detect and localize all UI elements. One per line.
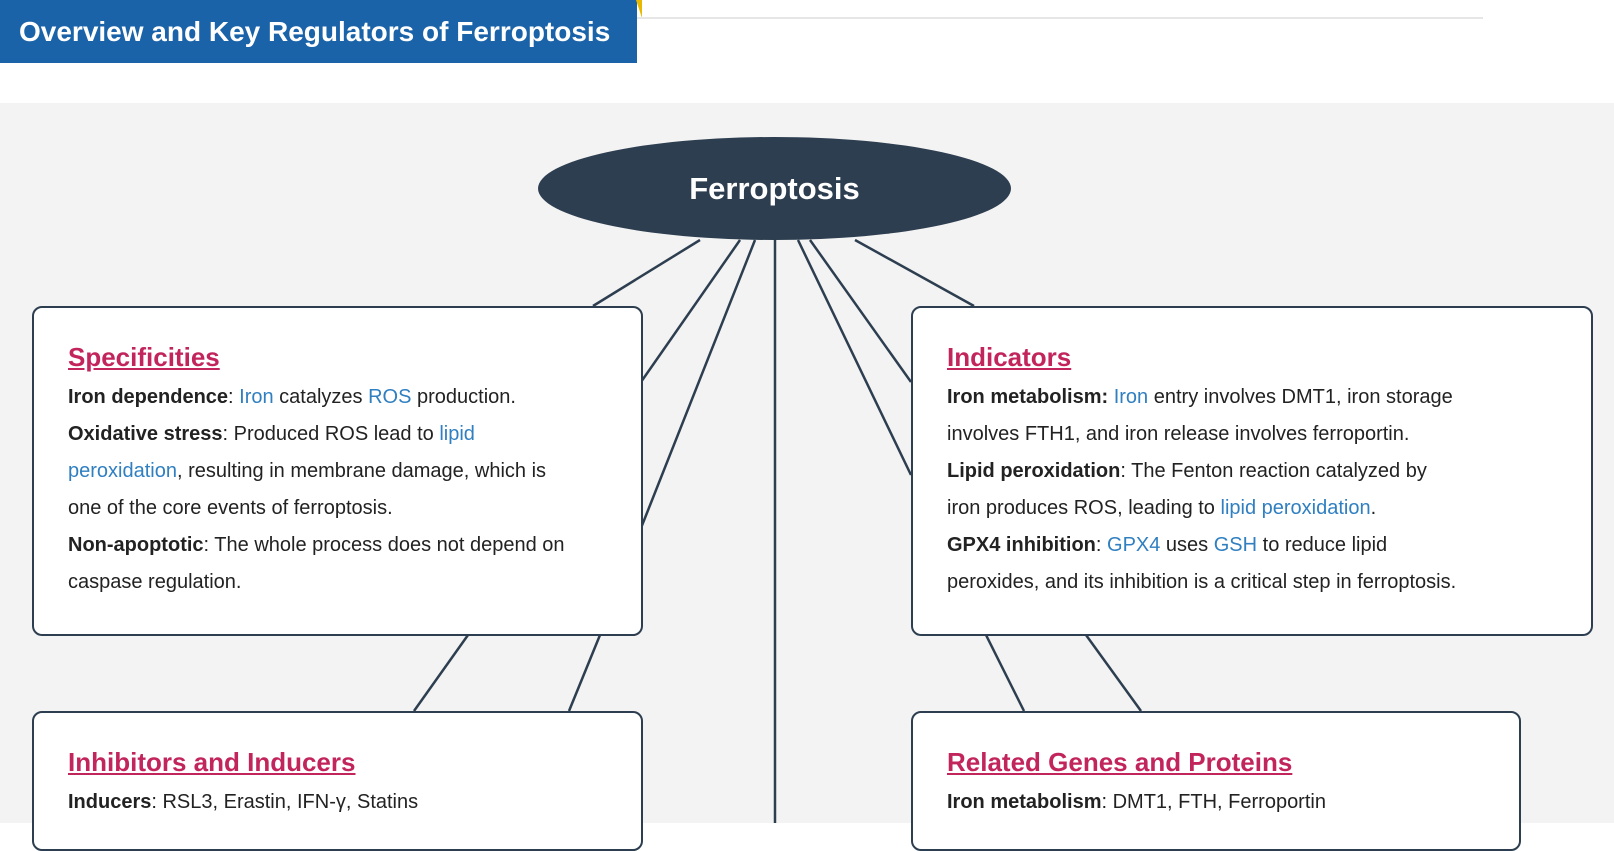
connector-root-genes xyxy=(796,239,913,476)
term-non-apoptotic: Non-apoptotic xyxy=(68,534,204,556)
text-line: caspase regulation. xyxy=(68,571,242,593)
card-title: Inhibitors and Inducers xyxy=(68,747,356,777)
keyword-lipid-peroxidation: lipid peroxidation xyxy=(1220,497,1371,519)
term-iron-metabolism: Iron metabolism xyxy=(947,791,1102,813)
page-title: Overview and Key Regulators of Ferroptos… xyxy=(19,16,611,47)
root-node-label: Ferroptosis xyxy=(689,170,860,206)
term-iron-metabolism: Iron metabolism: xyxy=(947,386,1109,408)
card-indicators: Indicators Iron metabolism: Iron entry i… xyxy=(911,306,1593,636)
keyword-gpx4: GPX4 xyxy=(1107,534,1161,556)
term-lipid-peroxidation: Lipid peroxidation xyxy=(947,460,1121,482)
text-line: Oxidative stress: Produced ROS lead to l… xyxy=(68,423,475,445)
term-gpx4-inhibition: GPX4 inhibition xyxy=(947,534,1096,556)
connector-indicators-genes-b xyxy=(1084,634,1143,712)
text-line: one of the core events of ferroptosis. xyxy=(68,497,393,519)
text-line: iron produces ROS, leading to lipid pero… xyxy=(947,497,1377,519)
text-line: GPX4 inhibition: GPX4 uses GSH to reduce… xyxy=(947,534,1388,556)
card-specificities: Specificities Iron dependence: Iron cata… xyxy=(32,306,643,636)
text-line: Iron metabolism: Iron entry involves DMT… xyxy=(947,386,1453,408)
text-line: Inducers: RSL3, Erastin, IFN-γ, Statins xyxy=(68,791,419,813)
text-line: involves FTH1, and iron release involves… xyxy=(947,423,1410,445)
keyword-ros: ROS xyxy=(368,386,412,408)
header-accent xyxy=(636,0,642,18)
connector-specificities-inhibitors-b xyxy=(567,634,602,712)
card-inhibitors-inducers: Inhibitors and Inducers Inducers: RSL3, … xyxy=(32,711,643,851)
keyword-iron: Iron xyxy=(239,386,274,408)
header-divider xyxy=(637,17,1483,19)
keyword-lipid: lipid xyxy=(439,423,475,445)
text-line: Non-apoptotic: The whole process does no… xyxy=(68,534,565,556)
text-line: Iron dependence: Iron catalyzes ROS prod… xyxy=(68,386,516,408)
term-inducers: Inducers xyxy=(68,791,152,813)
card-title: Specificities xyxy=(68,342,220,372)
text-line: peroxides, and its inhibition is a criti… xyxy=(947,571,1457,593)
root-node-ferroptosis: Ferroptosis xyxy=(538,137,1011,240)
card-title: Related Genes and Proteins xyxy=(947,747,1293,777)
keyword-iron: Iron xyxy=(1113,386,1149,408)
connector-specificities-inhibitors-a xyxy=(412,634,470,712)
text-line: Iron metabolism: DMT1, FTH, Ferroportin xyxy=(947,791,1326,813)
connector-root-indicators xyxy=(854,238,975,308)
connector-root-specificities-b xyxy=(639,239,742,383)
page-title-banner: Overview and Key Regulators of Ferroptos… xyxy=(0,0,637,63)
connector-lines xyxy=(412,238,1143,823)
connector-root-indicators-b xyxy=(808,239,913,383)
card-related-genes-proteins: Related Genes and Proteins Iron metaboli… xyxy=(911,711,1521,851)
text-line: Lipid peroxidation: The Fenton reaction … xyxy=(947,460,1427,482)
card-title: Indicators xyxy=(947,342,1072,372)
connector-indicators-genes-a xyxy=(984,634,1026,712)
keyword-gsh: GSH xyxy=(1213,534,1258,556)
text-line: peroxidation, resulting in membrane dama… xyxy=(68,460,547,482)
keyword-peroxidation: peroxidation xyxy=(68,460,177,482)
term-oxidative-stress: Oxidative stress xyxy=(68,423,223,445)
term-iron-dependence: Iron dependence xyxy=(68,386,229,408)
connector-root-specificities xyxy=(592,238,701,308)
connector-root-inhibitors xyxy=(639,239,757,529)
